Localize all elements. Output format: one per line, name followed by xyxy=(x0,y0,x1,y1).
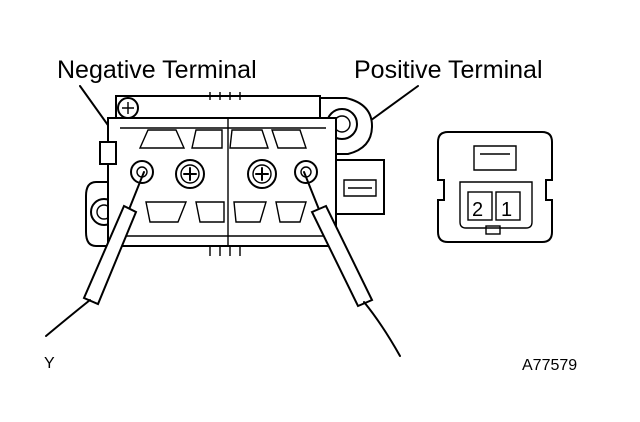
positive-probe xyxy=(303,171,401,357)
pin-1 xyxy=(495,191,521,221)
connector-pin-face: 2 1 xyxy=(437,131,553,243)
negative-terminal-label: Negative Terminal xyxy=(57,56,257,84)
pin-2-label: 2 xyxy=(472,199,483,221)
negative-terminal xyxy=(130,160,154,184)
negative-probe xyxy=(45,171,145,337)
pin-1-label: 1 xyxy=(501,199,512,221)
positive-terminal xyxy=(294,160,318,184)
figure-code: A77579 xyxy=(522,357,577,374)
positive-terminal-label: Positive Terminal xyxy=(354,56,543,84)
corner-mark: Y xyxy=(44,355,55,372)
pin-2 xyxy=(467,191,493,221)
connector-body xyxy=(85,92,385,256)
